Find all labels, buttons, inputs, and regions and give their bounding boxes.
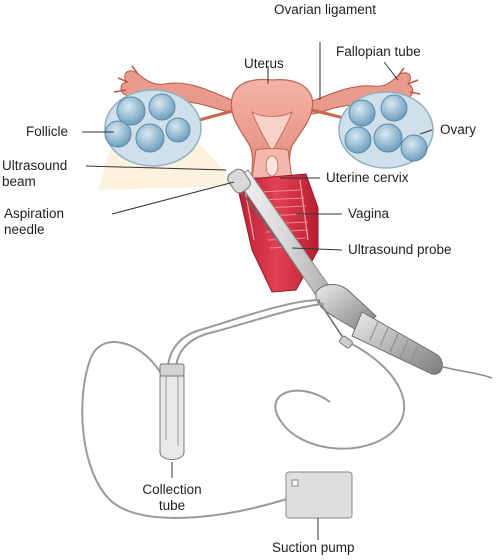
follicle [380, 94, 408, 122]
follicle [373, 123, 403, 153]
follicle [400, 134, 428, 162]
vagina-label: Vagina [348, 206, 390, 221]
tubing [81, 299, 406, 519]
ovary-label: Ovary [440, 122, 477, 137]
left-ovary [104, 89, 202, 167]
right-ovary [338, 91, 434, 169]
collection-tube [159, 363, 185, 460]
follicle [344, 126, 372, 154]
ultrasound-probe-label: Ultrasound probe [348, 242, 452, 257]
uterine-cervix-label: Uterine cervix [326, 170, 409, 185]
fallopian-tube-label: Fallopian tube [336, 44, 421, 59]
ultrasound-probe [315, 284, 493, 379]
uterus-label: Uterus [244, 56, 284, 71]
follicle-label: Follicle [26, 124, 69, 139]
ultrasound-beam-label: Ultrasound beam [2, 158, 68, 189]
follicle [104, 120, 132, 148]
suction-pump [285, 471, 353, 519]
left-fallopian-tube [120, 70, 237, 115]
ovarian-ligament-label: Ovarian ligament [274, 2, 377, 17]
follicle [135, 123, 165, 153]
follicle [148, 93, 176, 121]
follicle [116, 96, 146, 126]
collection-tube-label: Collection tube [142, 482, 202, 513]
suction-pump-label: Suction pump [272, 540, 355, 555]
aspiration-needle-label: Aspiration needle [4, 206, 65, 237]
follicle [165, 117, 191, 143]
follicle [348, 99, 376, 127]
